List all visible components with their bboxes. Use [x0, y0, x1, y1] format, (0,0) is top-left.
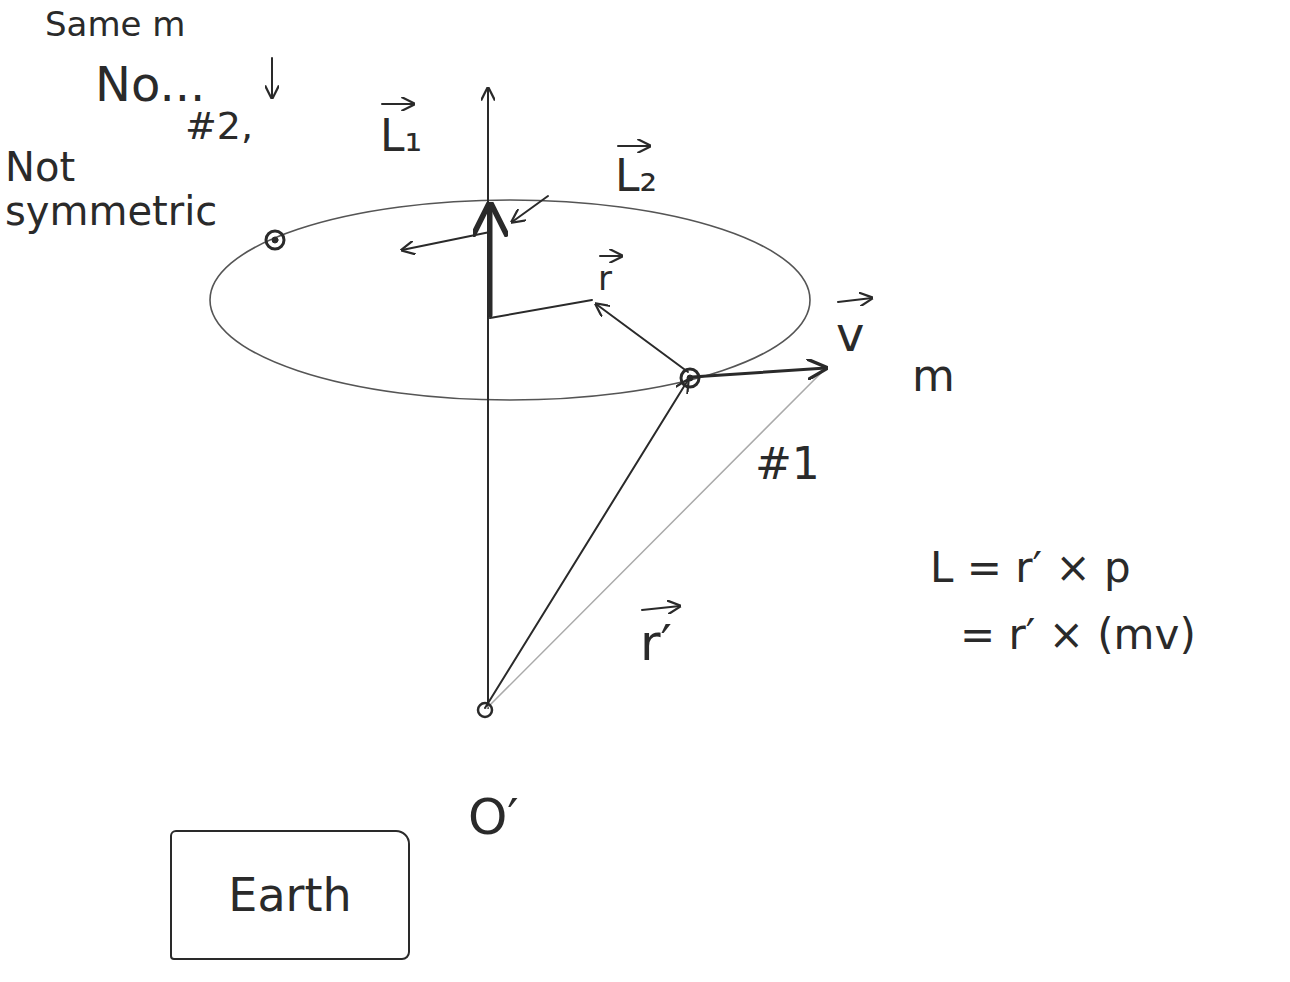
r-vector: [596, 304, 688, 372]
earth-box: Earth: [170, 830, 410, 960]
handwritten-label: v: [836, 308, 864, 361]
handwritten-label: = r′ × (mv): [960, 612, 1196, 658]
node-text: Earth: [228, 868, 351, 922]
v-vector: [692, 368, 826, 377]
pointer-arrow: [271, 58, 273, 98]
vector-bar: [600, 255, 622, 257]
pointer-arrow: [512, 196, 548, 222]
handwritten-label: Same m: [45, 6, 185, 43]
handwritten-label: r: [598, 260, 612, 297]
handwritten-label: No...: [95, 58, 205, 111]
handwritten-label: #1: [755, 440, 820, 488]
handwritten-label: L = r′ × p: [930, 545, 1131, 591]
l1-vector: [488, 205, 493, 315]
handwritten-label: #2,: [185, 106, 253, 148]
axis: [487, 88, 489, 708]
mass-1: [687, 375, 693, 381]
mass-2: [272, 237, 278, 243]
vector-bar: [642, 606, 680, 610]
mass-2: [266, 231, 284, 249]
l2-vector: [402, 232, 490, 250]
faint-line: [487, 372, 822, 708]
handwritten-label: L₁: [380, 112, 422, 160]
vector-bar: [618, 145, 650, 147]
handwritten-label: O′: [468, 790, 519, 845]
handwritten-label: m: [912, 352, 955, 400]
mass-1: [681, 369, 699, 387]
r-prime-vector: [485, 380, 688, 708]
origin-point: [478, 703, 492, 717]
r-line: [490, 300, 592, 318]
orbit: [210, 200, 810, 400]
handwritten-label: r′: [640, 616, 672, 671]
vector-bar: [382, 103, 414, 105]
handwritten-label: Not symmetric: [5, 145, 220, 233]
vector-bar: [838, 298, 872, 302]
handwritten-label: L₂: [615, 152, 657, 200]
